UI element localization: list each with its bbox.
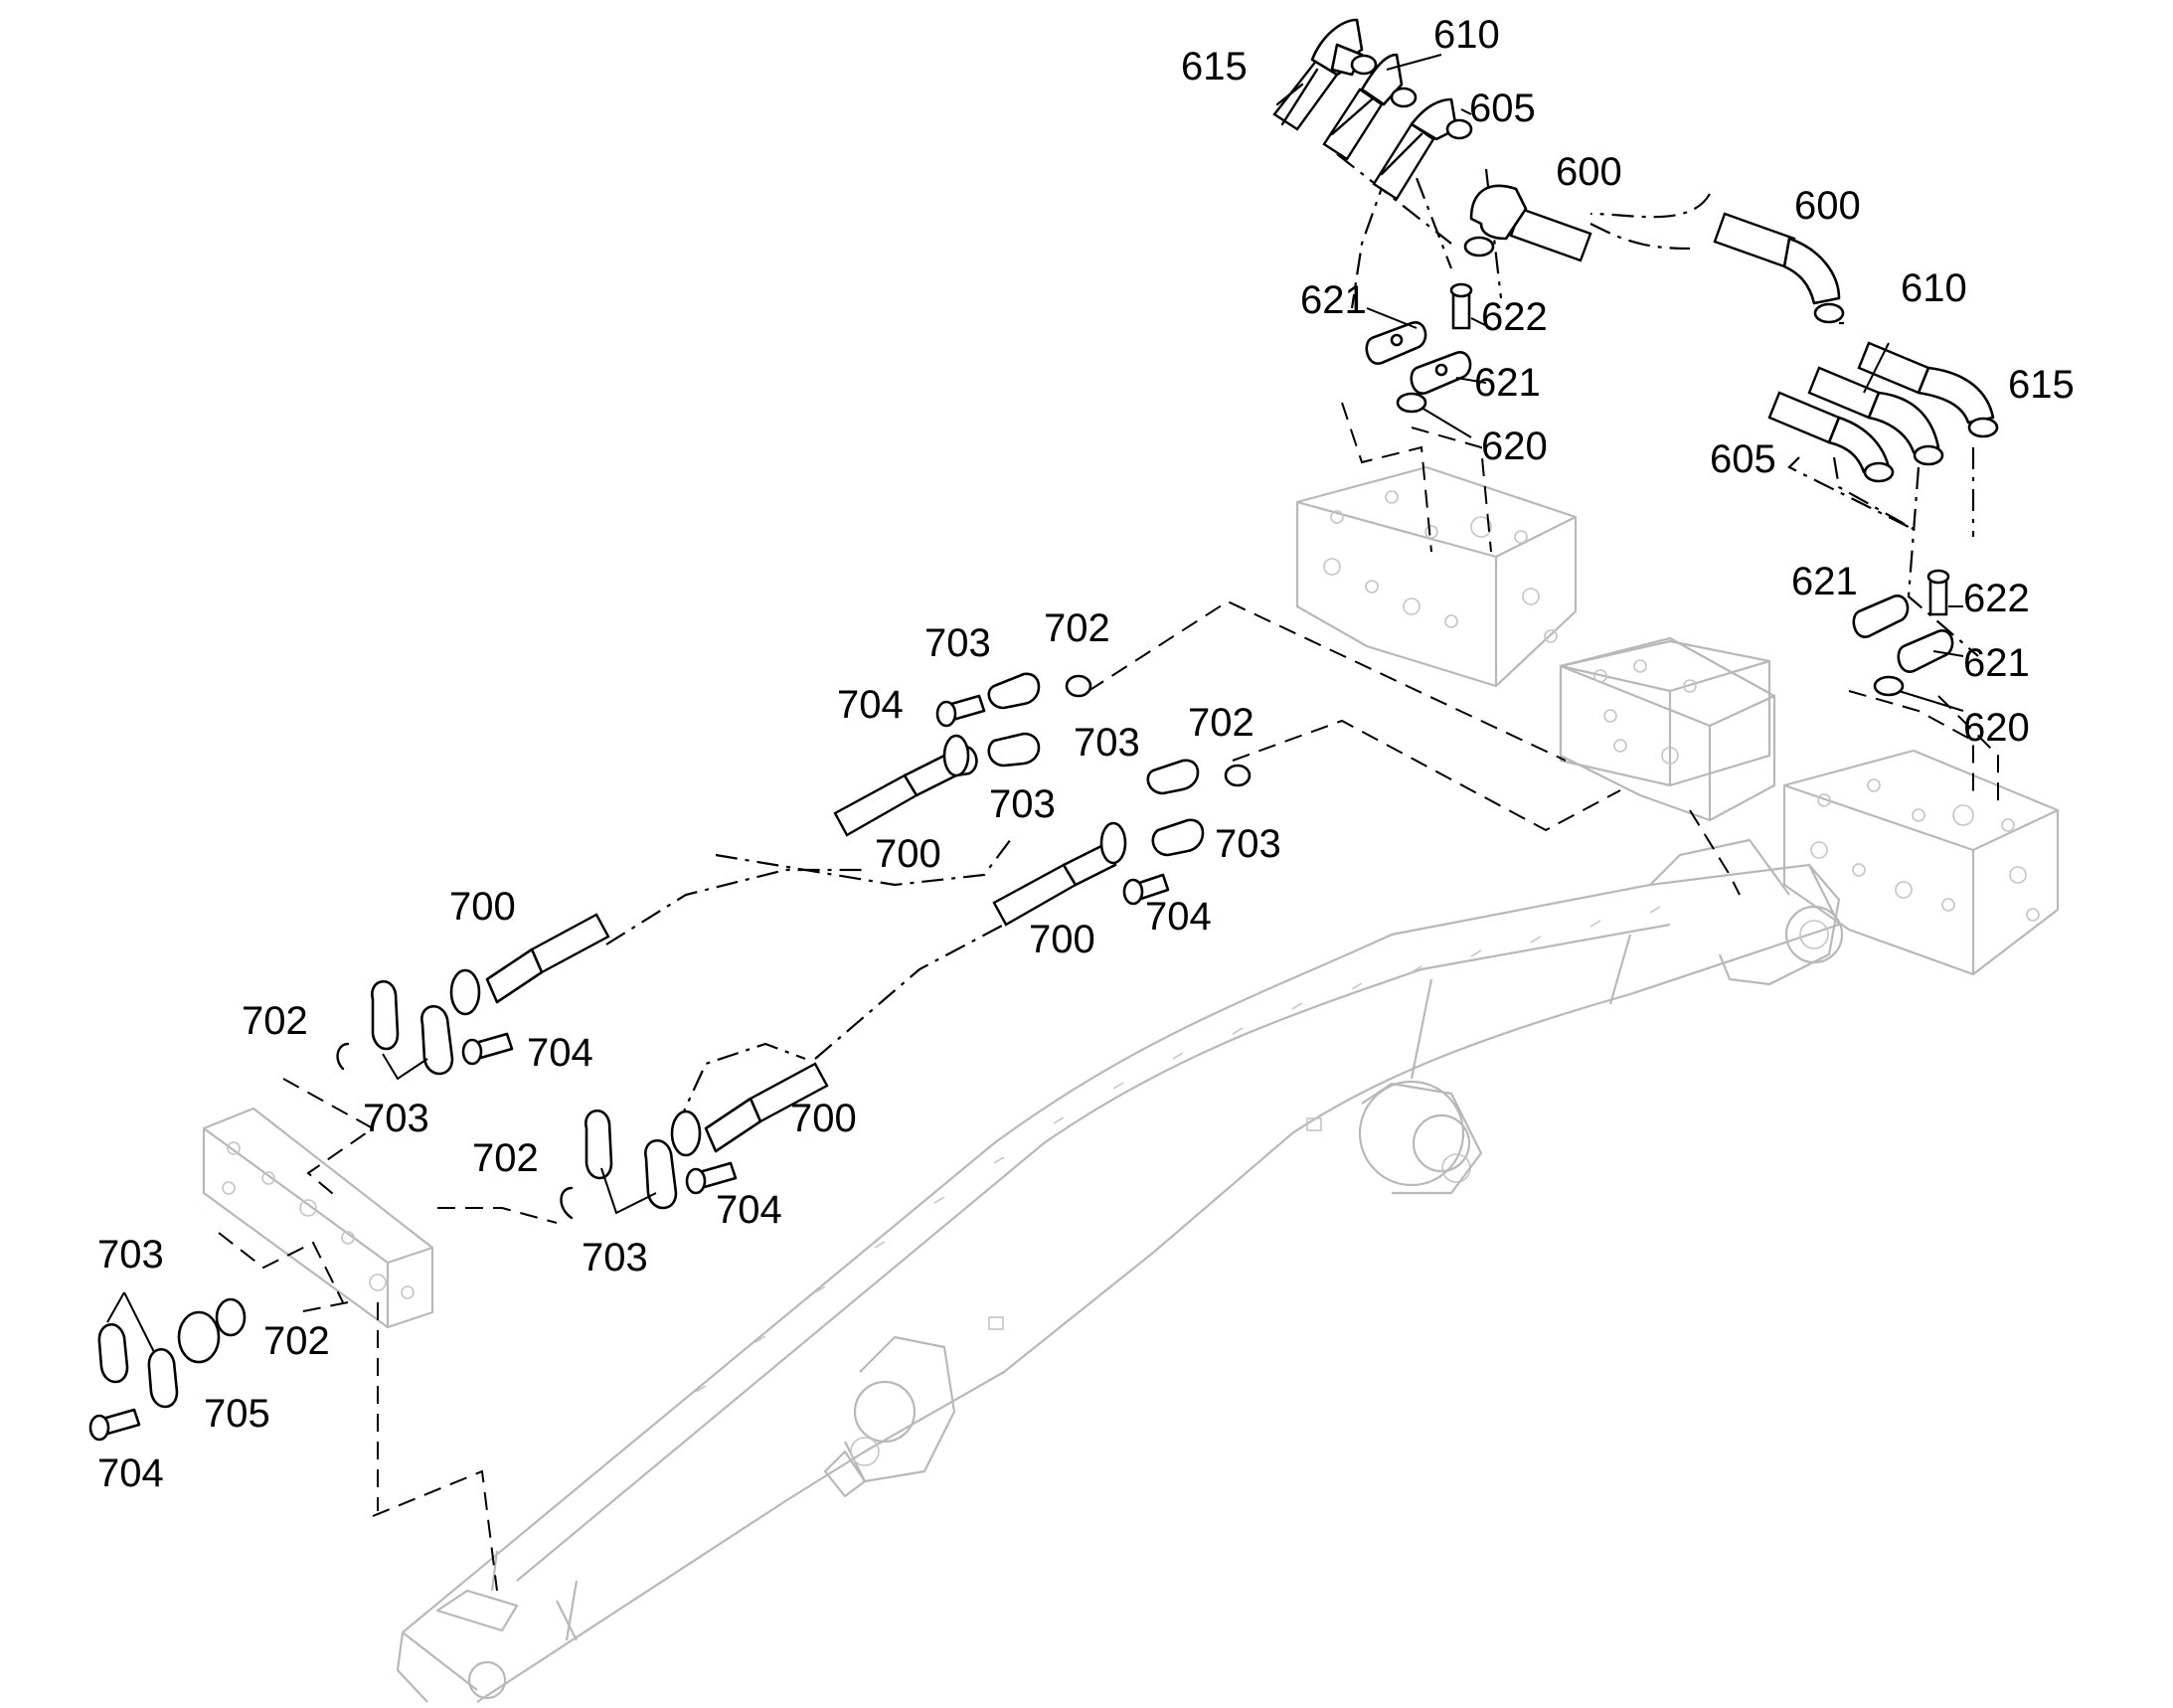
flange-621-upper-a <box>1365 321 1427 365</box>
callout-622: 622 <box>1963 577 2030 620</box>
manifold-plate-left <box>202 1107 434 1329</box>
oring-620-right <box>1873 675 1905 697</box>
callout-621: 621 <box>1300 278 1367 322</box>
hose-700-lower-left <box>670 1062 829 1157</box>
flange-703-f <box>420 1004 454 1076</box>
callout-labels: 615 610 605 600 600 621 622 621 620 610 … <box>97 13 2075 1495</box>
hose-600-right <box>1713 212 1845 324</box>
hose-615-top <box>1272 18 1378 131</box>
callout-702: 702 <box>1044 606 1110 650</box>
callout-703: 703 <box>989 782 1056 826</box>
hose-700-mid-upper <box>833 734 978 837</box>
callout-704: 704 <box>527 1031 593 1075</box>
callout-704: 704 <box>1145 895 1212 939</box>
callout-600: 600 <box>1794 184 1861 228</box>
callout-605: 605 <box>1710 437 1776 481</box>
callout-705: 705 <box>204 1392 270 1436</box>
hose-605-top <box>1372 97 1473 201</box>
callout-703: 703 <box>97 1233 164 1277</box>
hose-600-left <box>1463 184 1592 262</box>
callout-620: 620 <box>1963 706 2030 750</box>
callout-621: 621 <box>1791 560 1858 603</box>
assembly-lines <box>218 138 1999 1592</box>
callout-620: 620 <box>1481 425 1548 468</box>
flange-703-i <box>97 1323 129 1384</box>
callout-615: 615 <box>2008 363 2075 407</box>
callout-703: 703 <box>924 621 991 665</box>
bolt-704-b <box>1122 873 1170 906</box>
callout-700: 700 <box>1029 918 1095 961</box>
hose-610-top <box>1322 53 1418 161</box>
callout-703: 703 <box>1074 721 1140 765</box>
oring-702-e <box>215 1297 247 1337</box>
callout-621: 621 <box>1963 641 2030 685</box>
callout-700: 700 <box>875 832 941 876</box>
callout-621: 621 <box>1474 361 1541 405</box>
flange-703-d <box>1151 818 1205 857</box>
oring-705 <box>177 1310 221 1364</box>
callout-700: 700 <box>449 885 516 929</box>
manifold-block-upper <box>1295 465 1578 688</box>
callout-702: 702 <box>263 1319 330 1363</box>
oring-620-upper <box>1396 392 1427 414</box>
flange-703-b <box>987 732 1041 768</box>
bolt-704-d <box>685 1161 738 1195</box>
flange-621-upper-b <box>1410 351 1472 395</box>
flange-703-a <box>987 672 1041 710</box>
callout-600: 600 <box>1556 150 1622 194</box>
boom-arm <box>396 639 1844 1703</box>
bolt-622-right <box>1926 569 1950 616</box>
callout-605: 605 <box>1469 86 1536 130</box>
callout-615: 615 <box>1181 45 1248 88</box>
hose-700-left <box>449 913 610 1016</box>
callout-703: 703 <box>1215 822 1281 866</box>
callout-610: 610 <box>1433 13 1500 57</box>
flange-703-e <box>371 979 400 1051</box>
bolt-622-upper <box>1449 282 1473 330</box>
manifold-block-middle <box>1559 636 1776 822</box>
flange-703-h <box>644 1138 678 1210</box>
callout-704: 704 <box>716 1188 782 1232</box>
hose-605-right <box>1767 391 1895 483</box>
callout-703: 703 <box>582 1236 648 1280</box>
flange-621-right-a <box>1852 595 1910 638</box>
oring-702-b <box>1224 764 1252 787</box>
hose-610-right <box>1807 366 1944 466</box>
callout-704: 704 <box>97 1452 164 1495</box>
leader-lines <box>106 54 1964 1353</box>
bolt-704-c <box>461 1032 514 1066</box>
oring-702-c <box>336 1042 350 1071</box>
flange-703-g <box>585 1109 613 1180</box>
callout-702: 702 <box>472 1136 539 1180</box>
callout-704: 704 <box>837 683 904 727</box>
bolt-704-e <box>88 1408 141 1442</box>
callout-703: 703 <box>363 1097 429 1140</box>
flange-703-c <box>1146 759 1200 795</box>
hose-615-right <box>1857 341 1999 438</box>
callout-700: 700 <box>790 1097 857 1140</box>
bolt-704-a <box>935 694 986 728</box>
callout-622: 622 <box>1481 295 1548 339</box>
hose-700-mid-lower <box>992 821 1127 927</box>
oring-702-d <box>560 1186 574 1220</box>
flange-621-right-b <box>1897 629 1954 673</box>
callout-610: 610 <box>1901 266 1967 310</box>
callout-702: 702 <box>242 999 308 1043</box>
oring-702-a <box>1065 674 1092 698</box>
manifold-block-right <box>1782 749 2060 976</box>
flange-703-j <box>147 1348 179 1409</box>
callout-702: 702 <box>1188 701 1254 745</box>
